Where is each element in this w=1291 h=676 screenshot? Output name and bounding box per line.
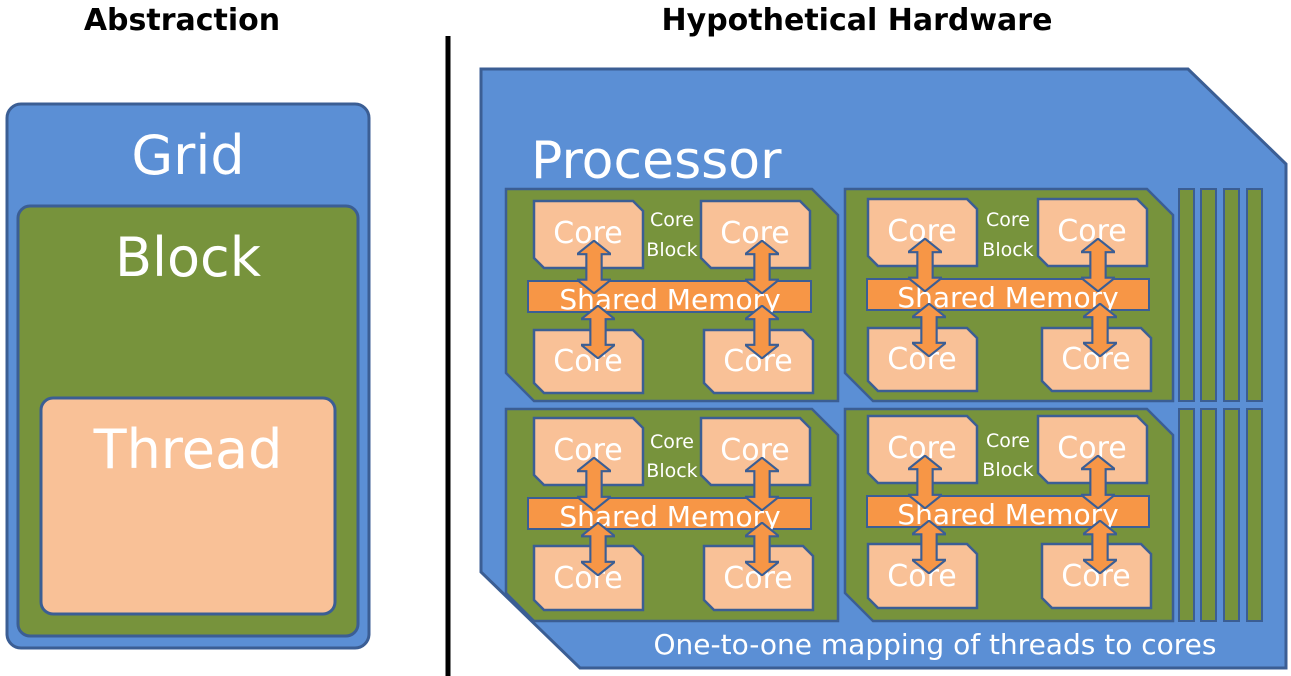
core-cell <box>532 416 645 487</box>
hardware-header: Hypothetical Hardware <box>662 3 1053 38</box>
abstraction-header: Abstraction <box>84 3 280 38</box>
thread-box <box>39 396 337 616</box>
core-cell <box>1040 542 1153 610</box>
core-block-label-line2: Block <box>982 459 1033 481</box>
core-cell <box>866 326 979 393</box>
core-block-label-line1: Core <box>986 209 1030 231</box>
core-block-label-line2: Block <box>982 239 1033 261</box>
core-cell <box>532 199 645 270</box>
core-cell <box>532 328 645 395</box>
core-block-2: Core Core Core Block Shared Memory Core … <box>843 187 1175 403</box>
core-cell <box>699 199 812 270</box>
core-block-label-line1: Core <box>650 209 694 231</box>
core-block-1: Core Core Core Block Shared Memory Core … <box>504 187 840 403</box>
core-cell <box>702 544 815 612</box>
processor-label: Processor <box>531 131 782 191</box>
core-cell <box>532 544 645 612</box>
core-block-label-line2: Block <box>646 460 697 482</box>
core-cell <box>866 542 979 610</box>
core-cell <box>1040 326 1153 393</box>
core-block-label-line1: Core <box>650 431 694 453</box>
core-cell <box>702 328 815 395</box>
core-cell <box>1036 197 1149 268</box>
core-cell <box>1036 414 1149 485</box>
core-block-3: Core Core Core Block Shared Memory Core … <box>504 407 840 623</box>
core-block-label-line1: Core <box>986 430 1030 452</box>
core-block-4: Core Core Core Block Shared Memory Core … <box>843 407 1175 623</box>
core-cell <box>866 414 979 485</box>
block-label: Block <box>115 226 262 289</box>
core-block-label-line2: Block <box>646 239 697 261</box>
extra-cores-bars <box>1178 188 1263 622</box>
thread-label: Thread <box>93 418 283 481</box>
mapping-caption: One-to-one mapping of threads to cores <box>654 628 1217 661</box>
core-cell <box>699 416 812 487</box>
grid-label: Grid <box>131 124 244 187</box>
core-cell <box>866 197 979 268</box>
